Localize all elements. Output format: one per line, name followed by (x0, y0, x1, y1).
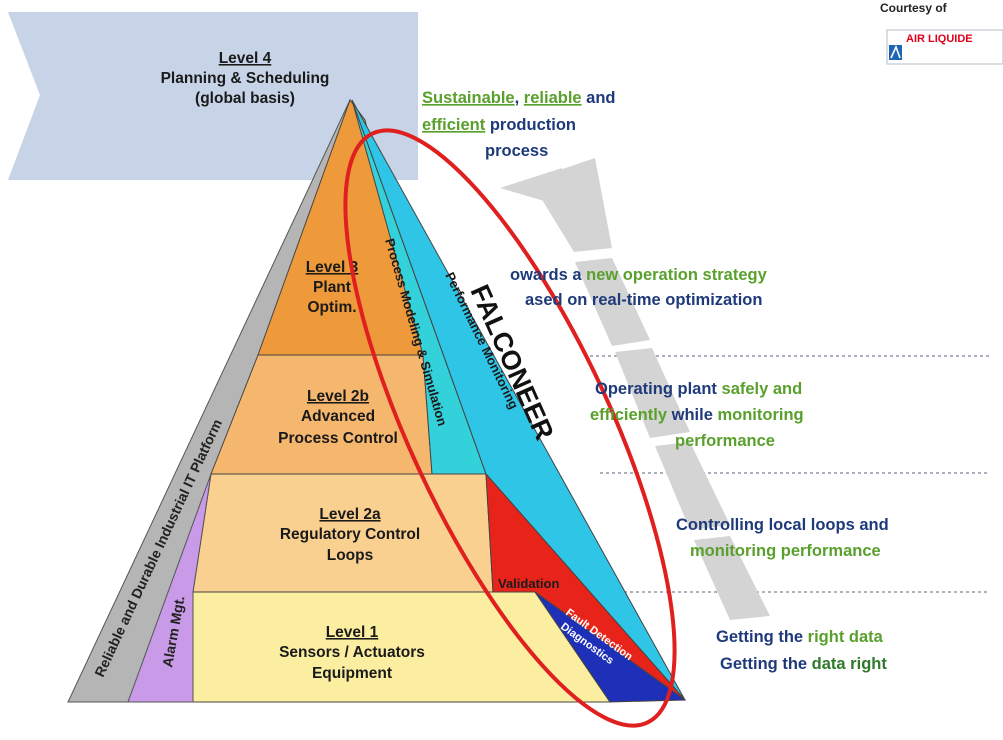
goal-controlling-line1: Controlling local loops and (676, 516, 889, 534)
level2b-line1: Advanced (301, 408, 375, 425)
goal-operating-line3: performance (675, 432, 775, 450)
courtesy-label: Courtesy of (880, 1, 948, 15)
level2b-line2: Process Control (278, 430, 398, 447)
air-liquide-logo-text: AIR LIQUIDE (906, 33, 973, 45)
level1-title: Level 1 (326, 624, 379, 641)
level4-line1: Planning & Scheduling (161, 70, 330, 87)
level3-line2: Optim. (307, 299, 356, 316)
level2a-line1: Regulatory Control (280, 526, 420, 543)
alarm-band (127, 473, 212, 703)
goal-top-line1: Sustainable, reliable and (422, 89, 616, 107)
air-liquide-logo: AIR LIQUIDE (886, 29, 1003, 65)
level4-title: Level 4 (219, 50, 272, 67)
level4-line2: (global basis) (195, 90, 295, 107)
goal-data-line1: Getting the right data (716, 628, 884, 646)
goal-data-line2: Getting the data right (720, 655, 887, 673)
level2a-line2: Loops (327, 547, 374, 564)
level3-title: Level 3 (306, 259, 359, 276)
goal-top-line3: process (485, 142, 548, 160)
level1-line2: Equipment (312, 665, 392, 682)
level4-box (8, 12, 418, 180)
falconeer-ellipse (343, 128, 677, 728)
goal-strategy-line1: owards a new operation strategy (510, 266, 768, 284)
level2a-title: Level 2a (319, 506, 381, 523)
goal-controlling-line2: monitoring performance (690, 542, 881, 560)
level3-line1: Plant (313, 279, 351, 296)
level1-line1: Sensors / Actuators (279, 644, 425, 661)
goal-top-line2: efficient production (422, 116, 576, 134)
fault-band (534, 591, 687, 703)
goal-strategy-line2: ased on real-time optimization (525, 291, 762, 309)
level2b-title: Level 2b (307, 388, 369, 405)
upward-arrow (500, 158, 770, 620)
goal-operating-line2: efficiently while monitoring (590, 406, 804, 424)
goal-operating-line1: Operating plant safely and (595, 380, 802, 398)
validation-label: Validation (498, 576, 559, 591)
